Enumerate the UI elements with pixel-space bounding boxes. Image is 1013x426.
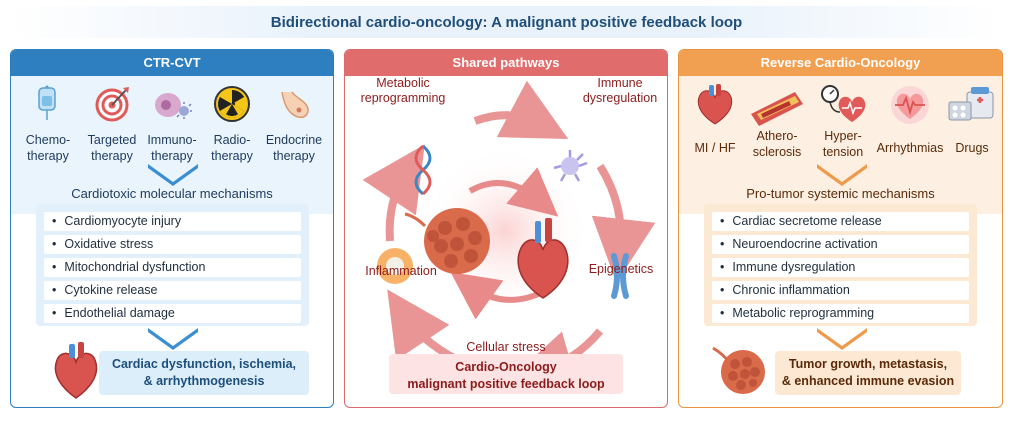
outcome-box: Tumor growth, metastasis,& enhanced immu… <box>775 351 961 395</box>
therapy-chemo: Chemo-therapy <box>17 84 79 164</box>
list-item: •Mitochondrial dysfunction <box>44 258 301 277</box>
condition-drugs: Drugs <box>945 84 999 156</box>
epigenetics-label: Epigenetics <box>588 262 654 276</box>
pills-icon <box>947 84 997 126</box>
down-chevron-icon <box>148 164 198 186</box>
down-chevron-icon <box>817 164 867 186</box>
condition-atherosclerosis: Athero-sclerosis <box>745 84 809 160</box>
outcome-box: Cardiac dysfunction, ischemia,& arrhythm… <box>99 351 309 395</box>
section-title: Pro-tumor systemic mechanisms <box>746 186 935 201</box>
blood-pressure-icon <box>818 84 868 126</box>
therapy-radio: Radio-therapy <box>201 84 263 164</box>
condition-label: Hyper-tension <box>822 129 864 159</box>
feedback-loop-diagram <box>362 80 656 393</box>
condition-label: Drugs <box>955 141 989 155</box>
list-item: •Endothelial damage <box>44 304 301 323</box>
heart-icon <box>694 84 736 126</box>
therapy-label: Radio-therapy <box>211 133 253 163</box>
mechanism-list: •Cardiac secretome release •Neuroendocri… <box>704 204 977 326</box>
section-title: Cardiotoxic molecular mechanisms <box>71 186 273 201</box>
shared-pathways-panel: Shared pathways <box>344 49 668 408</box>
heart-icon <box>51 340 101 400</box>
list-item: •Oxidative stress <box>44 235 301 254</box>
list-item: •Neuroendocrine activation <box>712 235 969 254</box>
therapy-label: Immuno-therapy <box>147 133 197 163</box>
down-chevron-icon <box>817 328 867 350</box>
list-item: •Cardiac secretome release <box>712 212 969 231</box>
reverse-cardio-oncology-panel: Reverse Cardio-Oncology MI / HF Athero-s… <box>678 49 1003 408</box>
ctr-cvt-header: CTR-CVT <box>11 50 333 76</box>
breast-icon <box>274 84 314 124</box>
therapy-label: Chemo-therapy <box>25 133 71 163</box>
title-bar: Bidirectional cardio-oncology: A maligna… <box>10 6 1003 38</box>
chromosome-icon <box>611 253 629 299</box>
down-chevron-icon <box>148 328 198 350</box>
reverse-cardio-oncology-header: Reverse Cardio-Oncology <box>679 50 1002 76</box>
iv-bag-icon <box>28 84 68 124</box>
target-icon <box>92 84 132 124</box>
tumor-icon <box>709 342 769 398</box>
condition-mi-hf: MI / HF <box>687 84 743 156</box>
therapy-immuno: Immuno-therapy <box>141 84 203 164</box>
list-item: •Chronic inflammation <box>712 281 969 300</box>
inflammation-cell-icon <box>377 248 413 284</box>
condition-label: Athero-sclerosis <box>752 129 802 159</box>
artery-icon <box>749 84 805 126</box>
heart-icon <box>517 218 569 299</box>
immune-cell-icon <box>553 150 588 182</box>
condition-row: MI / HF Athero-sclerosis Hyper-tension A… <box>679 76 1002 214</box>
cellular-stress-label: Cellular stress <box>466 340 546 354</box>
list-item: •Metabolic reprogramming <box>712 304 969 323</box>
shared-pathways-header: Shared pathways <box>345 50 667 76</box>
condition-label: MI / HF <box>694 141 736 155</box>
tumor-icon <box>404 208 490 274</box>
page-title: Bidirectional cardio-oncology: A maligna… <box>270 13 743 31</box>
condition-hypertension: Hyper-tension <box>813 84 873 160</box>
condition-label: Arrhythmias <box>876 141 944 155</box>
radiation-icon <box>212 84 252 124</box>
list-item: •Cytokine release <box>44 281 301 300</box>
dna-icon <box>414 144 432 196</box>
condition-arrhythmias: Arrhythmias <box>873 84 947 156</box>
immune-cell-icon <box>152 84 192 124</box>
mechanism-list: •Cardiomyocyte injury •Oxidative stress … <box>36 204 309 326</box>
inflammation-label: Inflammation <box>365 264 437 278</box>
ecg-heart-icon <box>889 84 931 126</box>
list-item: •Cardiomyocyte injury <box>44 212 301 231</box>
list-item: •Immune dysregulation <box>712 258 969 277</box>
